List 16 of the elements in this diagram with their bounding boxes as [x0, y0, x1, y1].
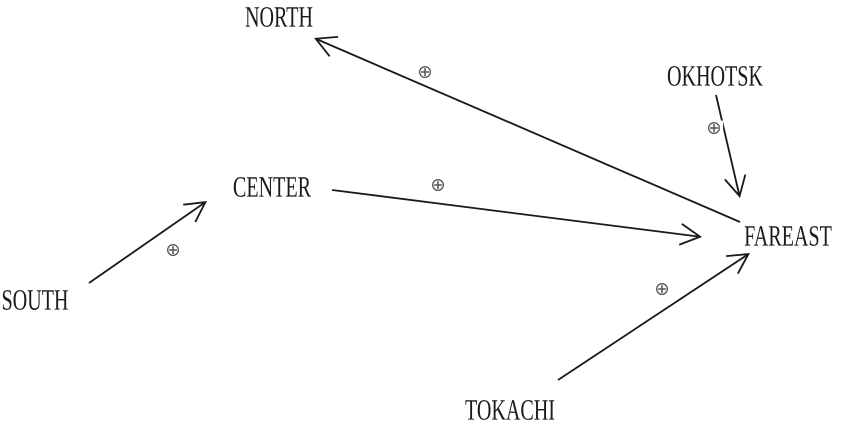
edge-label: ⊕	[164, 242, 182, 258]
node-label: SOUTH	[2, 290, 68, 310]
node-label: TOKACHI	[465, 400, 554, 420]
arrow	[314, 36, 740, 223]
edge-label: ⊕	[428, 178, 448, 192]
arrow	[558, 253, 750, 381]
node-label: NORTH	[246, 7, 312, 27]
arrow	[88, 201, 207, 284]
edge-label: ⊕	[652, 282, 672, 296]
edge-label: ⊕	[704, 120, 724, 136]
edge-label: ⊕	[416, 64, 434, 80]
node-label: FAREAST	[744, 226, 832, 246]
node-label: OKHOTSK	[668, 66, 763, 86]
node-label: CENTER	[234, 177, 312, 197]
arrow	[715, 94, 746, 198]
arrow	[332, 189, 702, 246]
